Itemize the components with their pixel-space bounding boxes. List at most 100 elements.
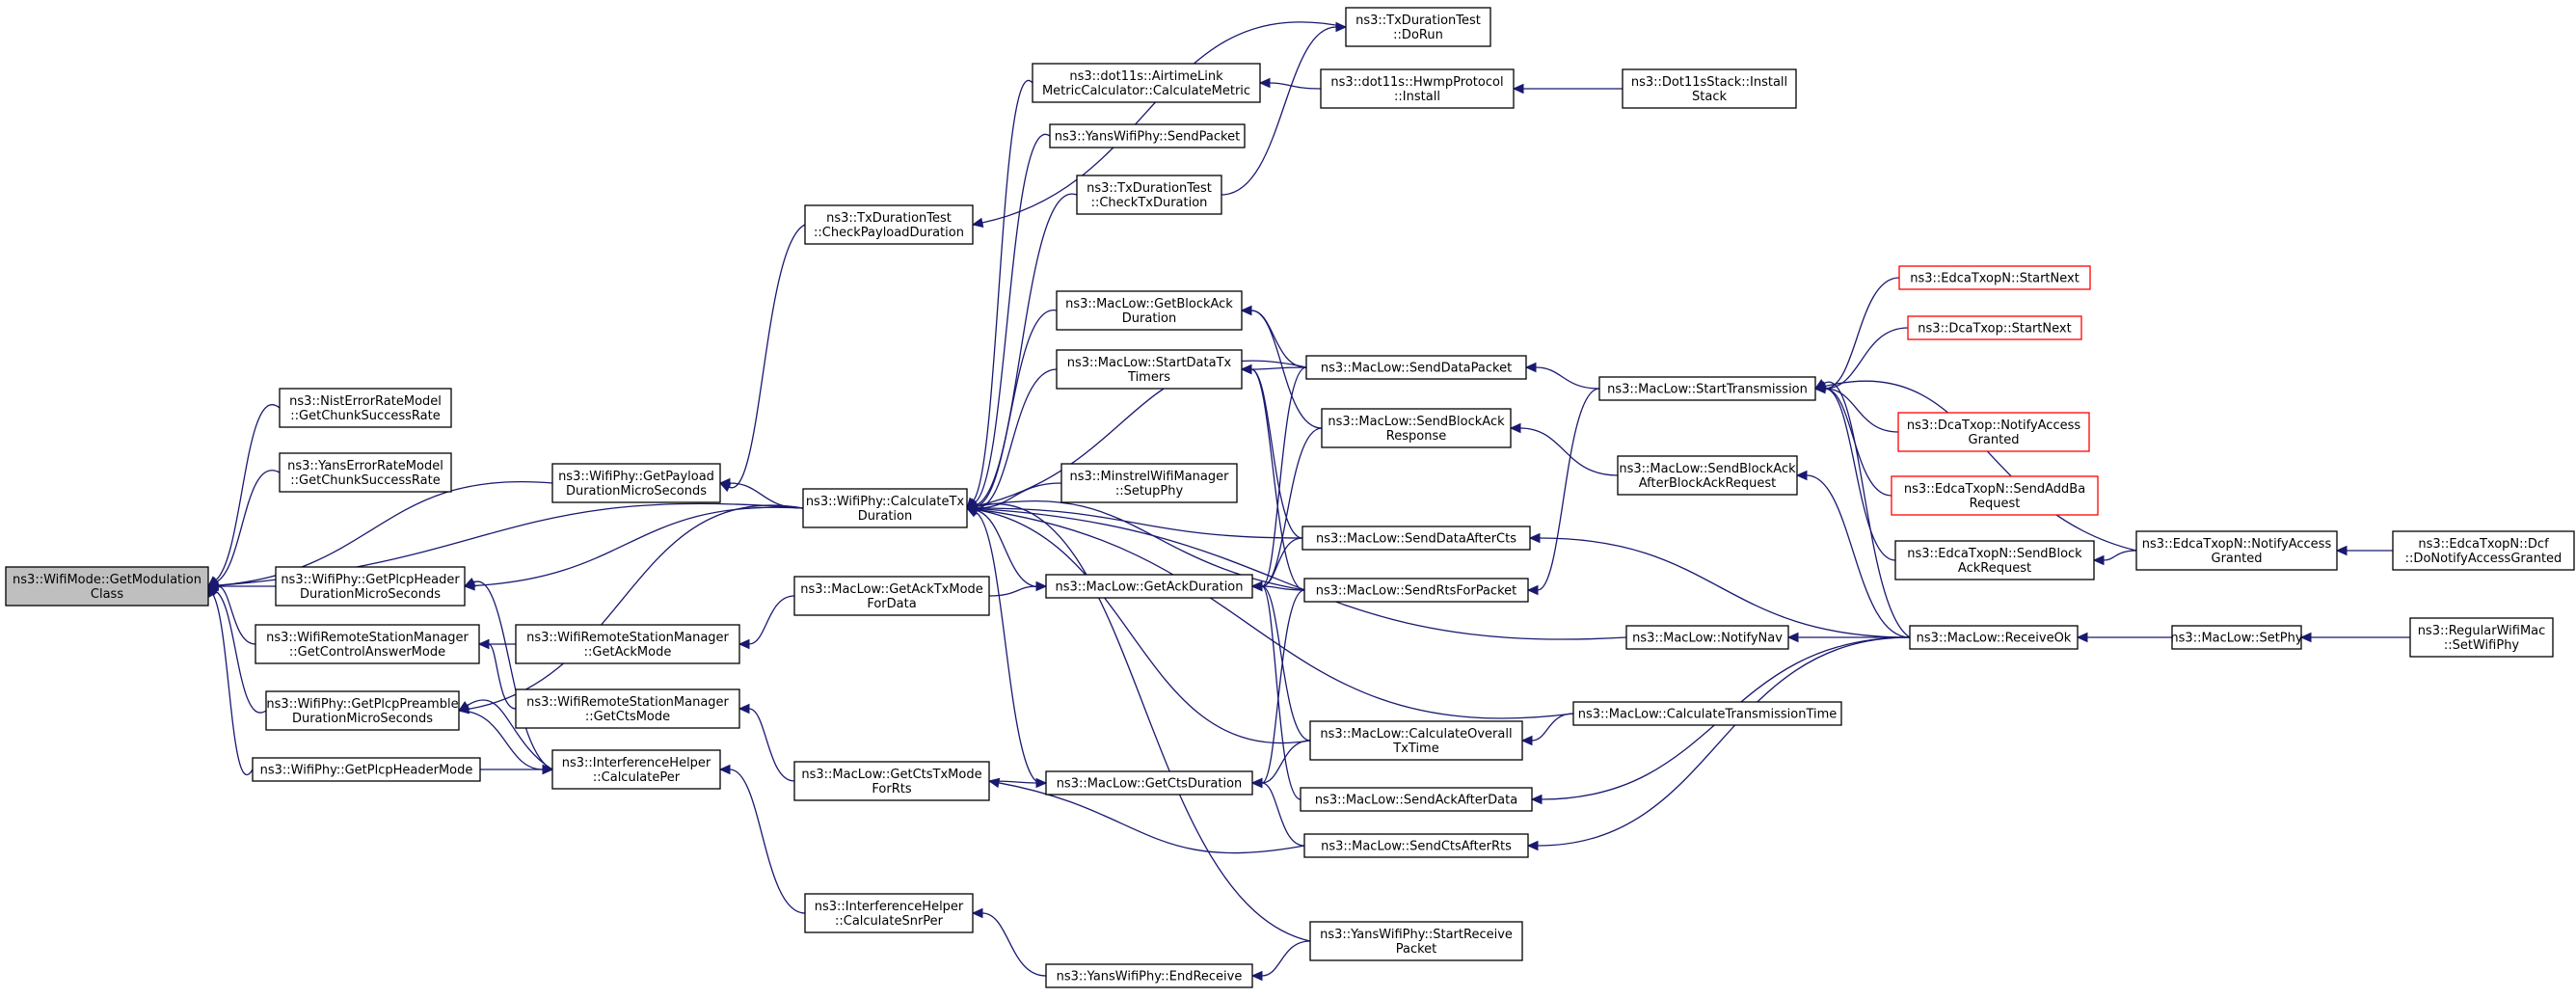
node-chktx[interactable]: ns3::TxDurationTest::CheckTxDuration <box>1076 175 1222 215</box>
node-ctsdur[interactable]: ns3::MacLow::GetCtsDuration <box>1045 770 1253 796</box>
node-label: ::CalculateSnrPer <box>835 914 944 929</box>
node-yanssend[interactable]: ns3::YansWifiPhy::SendPacket <box>1049 123 1246 148</box>
edge-line <box>1261 366 1307 587</box>
node-label: ns3::WifiPhy::GetPayload <box>558 470 714 484</box>
arrowhead-icon <box>971 217 984 229</box>
node-dcastartnext[interactable]: ns3::DcaTxop::StartNext <box>1907 315 2082 340</box>
node-label: AfterBlockAckRequest <box>1639 476 1777 491</box>
node-nist[interactable]: ns3::NistErrorRateModel::GetChunkSuccess… <box>279 388 452 428</box>
edge-ctsdur-to-calctx <box>965 507 1047 785</box>
node-ackdur[interactable]: ns3::MacLow::GetAckDuration <box>1045 574 1253 599</box>
node-box <box>804 893 974 933</box>
node-sendrts[interactable]: ns3::MacLow::SendRtsForPacket <box>1303 578 1529 603</box>
edge-ctstx-to-ctsmode <box>738 703 795 782</box>
node-dorun[interactable]: ns3::TxDurationTest::DoRun <box>1345 7 1491 47</box>
node-label: ns3::MacLow::SendDataPacket <box>1321 362 1512 376</box>
node-label: ns3::MacLow::SetPhy <box>2170 632 2302 646</box>
node-minstrel[interactable]: ns3::MinstrelWifiManager::SetupPhy <box>1060 463 1238 503</box>
node-yansend[interactable]: ns3::YansWifiPhy::EndReceive <box>1045 963 1253 988</box>
arrowhead-icon <box>1526 584 1539 596</box>
node-calctranstime[interactable]: ns3::MacLow::CalculateTransmissionTime <box>1572 701 1842 726</box>
call-graph-nodes: ns3::WifiMode::GetModulationClassns3::Ni… <box>5 7 2575 988</box>
node-label: Packet <box>1396 942 1437 957</box>
node-dcf[interactable]: ns3::EdcaTxopN::Dcf::DoNotifyAccessGrant… <box>2392 530 2575 571</box>
edge-line <box>216 470 281 582</box>
node-senddata[interactable]: ns3::MacLow::SendDataPacket <box>1305 355 1527 380</box>
node-chkpayload[interactable]: ns3::TxDurationTest::CheckPayloadDuratio… <box>804 204 974 245</box>
node-sendackafterdata[interactable]: ns3::MacLow::SendAckAfterData <box>1300 787 1533 812</box>
edge-line <box>1261 740 1311 784</box>
node-calcper[interactable]: ns3::InterferenceHelper::CalculatePer <box>551 749 721 790</box>
edge-line <box>748 595 795 645</box>
node-label: ns3::MacLow::SendBlockAck <box>1619 462 1796 476</box>
arrowhead-icon <box>1035 580 1048 592</box>
node-label: ns3::dot11s::HwmpProtocol <box>1330 75 1503 90</box>
node-edcanotify[interactable]: ns3::EdcaTxopN::NotifyAccessGranted <box>2135 530 2338 571</box>
node-sendctsafterrts[interactable]: ns3::MacLow::SendCtsAfterRts <box>1303 833 1529 858</box>
node-hwmp[interactable]: ns3::dot11s::HwmpProtocol::Install <box>1320 68 1515 109</box>
edge-startdatatx-to-calctx <box>965 368 1058 514</box>
edge-edcasendaddba-to-starttrans <box>1813 383 1892 497</box>
edge-line <box>1250 310 1307 368</box>
edge-snrper-to-calcper <box>718 764 806 914</box>
node-edcastartnext[interactable]: ns3::EdcaTxopN::StartNext <box>1898 265 2091 290</box>
node-box <box>1303 833 1529 858</box>
node-senddataaftercts[interactable]: ns3::MacLow::SendDataAfterCts <box>1301 526 1531 551</box>
node-box <box>802 488 968 528</box>
node-regularwifimac[interactable]: ns3::RegularWifiMac::SetWifiPhy <box>2409 617 2554 658</box>
node-plcppre[interactable]: ns3::WifiPhy::GetPlcpPreambleDurationMic… <box>265 690 460 731</box>
node-dcanotify[interactable]: ns3::DcaTxop::NotifyAccessGranted <box>1897 412 2090 452</box>
node-label: ::CheckPayloadDuration <box>814 226 964 240</box>
node-sendblockackafter[interactable]: ns3::MacLow::SendBlockAckAfterBlockAckRe… <box>1617 455 1798 496</box>
node-label: ns3::MacLow::GetCtsTxMode <box>801 768 981 782</box>
arrowhead-icon <box>1528 532 1541 544</box>
node-box <box>1309 720 1523 761</box>
edge-ctsmode-to-ctrlans <box>477 638 517 710</box>
edge-line <box>1539 537 1911 638</box>
arrowhead-icon <box>477 638 490 650</box>
edge-nist-to-root <box>207 404 281 587</box>
edge-line <box>974 133 1051 503</box>
node-ackmode[interactable]: ns3::WifiRemoteStationManager::GetAckMod… <box>515 624 740 664</box>
edge-line <box>1261 782 1305 847</box>
node-yans[interactable]: ns3::YansErrorRateModel::GetChunkSuccess… <box>279 452 452 493</box>
arrowhead-icon <box>971 907 983 919</box>
node-airtime[interactable]: ns3::dot11s::AirtimeLinkMetricCalculator… <box>1032 63 1261 103</box>
node-label: ns3::YansWifiPhy::SendPacket <box>1055 130 1240 145</box>
node-box <box>804 204 974 245</box>
node-plcphdrdur[interactable]: ns3::WifiPhy::GetPlcpHeaderDurationMicro… <box>275 566 466 607</box>
node-snrper[interactable]: ns3::InterferenceHelper::CalculateSnrPer <box>804 893 974 933</box>
node-box <box>515 688 740 729</box>
node-ctsmode[interactable]: ns3::WifiRemoteStationManager::GetCtsMod… <box>515 688 740 729</box>
node-box <box>1897 412 2090 452</box>
node-receiveok[interactable]: ns3::MacLow::ReceiveOk <box>1909 625 2079 650</box>
node-payload[interactable]: ns3::WifiPhy::GetPayloadDurationMicroSec… <box>551 463 721 503</box>
node-ctrlans[interactable]: ns3::WifiRemoteStationManager::GetContro… <box>255 624 480 664</box>
edge-calcoverall-to-calctx <box>965 504 1311 743</box>
edge-sendctsafterrts-to-ctsdur <box>1250 777 1305 847</box>
node-notifynav[interactable]: ns3::MacLow::NotifyNav <box>1625 625 1789 650</box>
edge-line <box>728 224 806 489</box>
edge-startrecv-to-yansend <box>1250 940 1311 982</box>
node-label: ns3::EdcaTxopN::Dcf <box>2418 537 2549 552</box>
node-label: ns3::WifiPhy::GetPlcpPreamble <box>266 697 458 712</box>
node-plcphdrmode[interactable]: ns3::WifiPhy::GetPlcpHeaderMode <box>252 757 481 782</box>
edge-line <box>467 699 553 770</box>
node-label: Stack <box>1692 90 1727 104</box>
edge-line <box>1824 380 2137 552</box>
node-starttrans[interactable]: ns3::MacLow::StartTransmission <box>1598 376 1816 401</box>
node-setphy[interactable]: ns3::MacLow::SetPhy <box>2170 625 2303 650</box>
arrowhead-icon <box>1240 305 1252 316</box>
